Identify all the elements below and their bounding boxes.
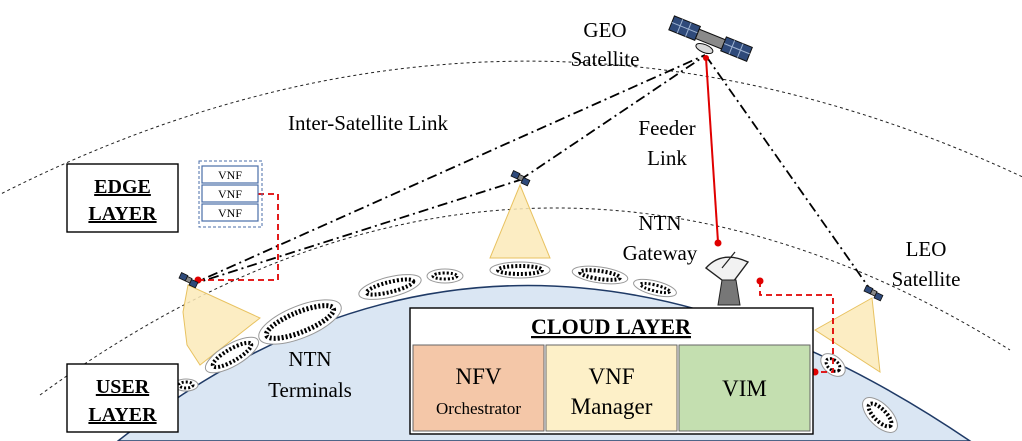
beam-right-leo [814,297,881,373]
nfv-orchestrator-module [412,344,545,432]
vnf-box [201,184,259,203]
feeder-link-label-line1: Feeder [638,116,695,140]
gateway-cloud-connector [759,281,834,373]
nfv-orchestrator-line2: Orchestrator [436,399,521,418]
user-layer-box [66,363,179,433]
geo-satellite-label-line1: GEO [583,18,626,42]
inter-satellite-links [189,54,873,293]
leo-satellite-label-line2: Satellite [892,267,961,291]
terminal-cluster [358,274,422,300]
terminal-cluster [862,397,898,433]
vnf-box-label: VNF [218,187,242,201]
vnf-box [201,165,259,184]
vnf-box-label: VNF [218,168,242,182]
feeder-link-source [703,55,709,61]
cloud-layer-title: CLOUD LAYER [531,314,692,339]
isl-leo-left-to-geo [189,54,706,286]
user-layer-title-line1: USER [96,376,150,398]
terminal-cluster [489,261,551,279]
terminal-cluster [571,265,629,285]
vnf-manager-line1: VNF [588,364,634,389]
geo-satellite-icon [668,15,753,62]
edge-vnf-connector [198,193,279,281]
leo-satellite-right-icon [863,285,884,302]
ntn-terminals-label-line1: NTN [288,347,331,371]
isl-leo-mid-to-geo [519,56,704,181]
gateway-connector-start [756,277,764,285]
user-layer-title-line2: LAYER [88,404,157,426]
terminal-cluster [258,299,342,345]
feeder-link-label-line2: Link [647,146,687,170]
terminal-cluster [820,353,846,377]
terminal-cluster [426,268,464,284]
ntn-gateway-label-line2: Gateway [623,241,698,265]
beam-left-leo [182,284,261,366]
ntn-gateway-dish-icon [704,251,750,306]
edge-layer-title-line2: LAYER [88,203,157,225]
vim-label: VIM [722,376,767,401]
terminal-cluster [173,378,199,392]
feeder-link-endpoint [714,239,722,247]
vnf-manager-line2: Manager [571,394,653,419]
leo-satellite-mid-icon [510,170,531,187]
isl-leo-left-to-leo-mid [189,179,521,286]
geo-orbit-arc [0,60,1022,195]
vim-module [678,344,811,432]
edge-layer-box [66,163,179,233]
edge-layer-title-line1: EDGE [94,176,151,198]
vnf-box [201,203,259,222]
ntn-gateway-label-line1: NTN [638,211,681,235]
leo-satellite-label-line1: LEO [906,237,947,261]
terminal-cluster [633,278,677,298]
nfv-orchestrator-line1: NFV [455,364,501,389]
isl-geo-to-leo-right [705,55,873,293]
inter-satellite-link-label: Inter-Satellite Link [288,111,448,135]
ntn-terminal-clusters [173,261,898,433]
geo-satellite-label-line2: Satellite [571,47,640,71]
vnf-manager-module [545,344,678,432]
vnf-box-label: VNF [218,206,242,220]
feeder-link-line [705,57,719,243]
beam-mid-leo [489,183,551,259]
terminal-cluster [204,336,260,374]
ntn-terminals-label-line2: Terminals [268,378,352,402]
vnf-stack-frame [198,160,263,228]
